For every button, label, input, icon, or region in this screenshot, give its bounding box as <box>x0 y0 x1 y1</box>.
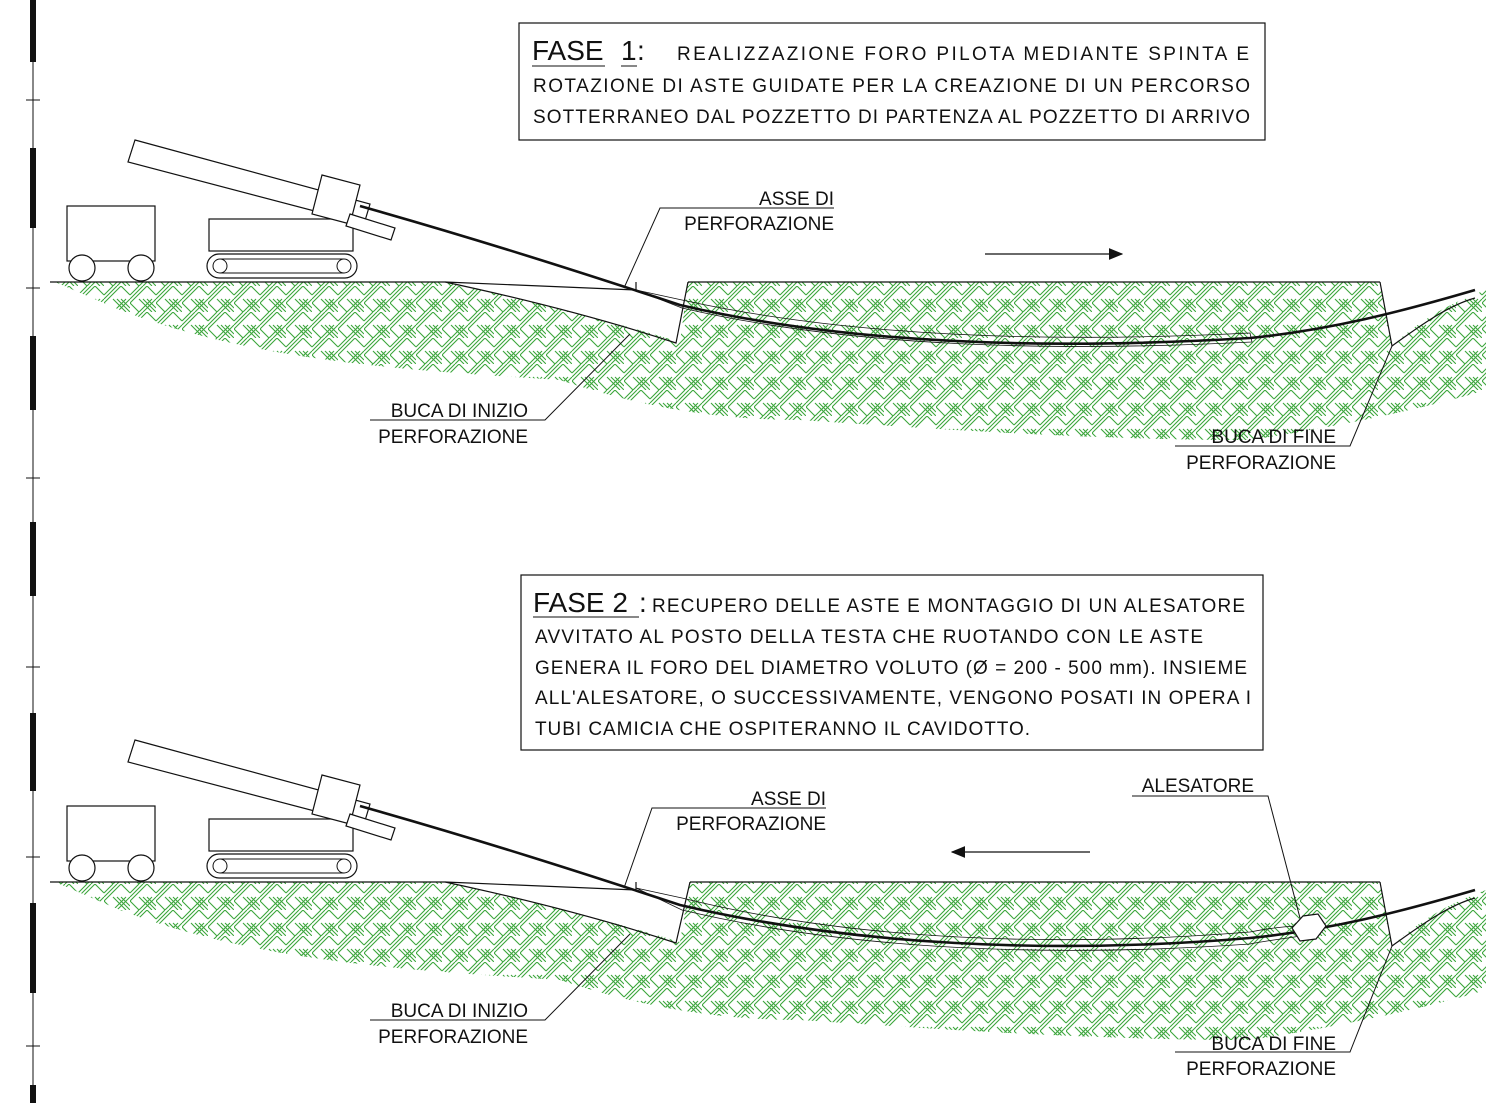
phase-2-desc-line-5: TUBI CAMICIA CHE OSPITERANNO IL CAVIDOTT… <box>535 719 1030 740</box>
phase-1-desc-line-3: SOTTERRANEO DAL POZZETTO DI PARTENZA AL … <box>533 107 1250 128</box>
drilling-rig-icon <box>127 139 396 279</box>
phase-1-ground <box>55 282 1486 440</box>
phase-2-end-label-line-2: PERFORAZIONE <box>1186 1059 1336 1080</box>
phase-2-title-word: FASE 2 <box>533 587 628 618</box>
phase-1-end-pit-label: BUCA DI FINE PERFORAZIONE <box>1175 345 1393 474</box>
phase-1-exit-pit <box>1379 281 1476 348</box>
sheet-border <box>26 0 40 1103</box>
reamer-icon <box>1291 913 1327 942</box>
phase-1-start-label-line-2: PERFORAZIONE <box>378 427 528 448</box>
phase-2-description-box: FASE 2 : RECUPERO DELLE ASTE E MONTAGGIO… <box>520 574 1264 751</box>
phase-2-reamer-label-text: ALESATORE <box>1142 776 1254 797</box>
phase-2-start-pit-label: BUCA DI INIZIO PERFORAZIONE <box>370 933 631 1048</box>
phase-1-desc-line-2: ROTAZIONE DI ASTE GUIDATE PER LA CREAZIO… <box>533 76 1250 97</box>
phase-1-description-box: FASE 1 : REALIZZAZIONE FORO PILOTA MEDIA… <box>518 22 1266 141</box>
phase-2-axis-label-line-1: ASSE DI <box>751 789 826 810</box>
phase-2-drill-string <box>359 804 1476 948</box>
phase-1-title-colon: : <box>637 35 645 66</box>
phase-1-title-number: 1 <box>621 35 637 66</box>
phase-2-exit-pit <box>1379 881 1476 948</box>
generator-cart-icon <box>66 805 156 882</box>
phase-1-drill-string <box>359 204 1476 346</box>
phase-1-axis-label-line-1: ASSE DI <box>759 189 834 210</box>
phase-2-axis-label: ASSE DI PERFORAZIONE <box>623 789 826 889</box>
generator-cart-icon <box>66 205 156 282</box>
phase-1-start-pit-label: BUCA DI INIZIO PERFORAZIONE <box>370 333 631 448</box>
phase-1-end-label-line-1: BUCA DI FINE <box>1211 427 1336 448</box>
phase-2-axis-label-line-2: PERFORAZIONE <box>676 814 826 835</box>
phase-1-title-word: FASE <box>532 35 604 66</box>
drilling-rig-icon <box>127 739 396 879</box>
phase-1-axis-label-line-2: PERFORAZIONE <box>684 214 834 235</box>
phase-2-section: FASE 2 : RECUPERO DELLE ASTE E MONTAGGIO… <box>50 574 1486 1080</box>
phase-1-start-label-line-1: BUCA DI INIZIO <box>391 401 528 422</box>
phase-1-end-label-line-2: PERFORAZIONE <box>1186 453 1336 474</box>
phase-2-start-label-line-2: PERFORAZIONE <box>378 1027 528 1048</box>
phase-2-end-pit-label: BUCA DI FINE PERFORAZIONE <box>1175 945 1393 1080</box>
phase-2-ground <box>55 882 1486 1040</box>
phase-1-section: FASE 1 : REALIZZAZIONE FORO PILOTA MEDIA… <box>50 22 1486 474</box>
phase-1-axis-label: ASSE DI PERFORAZIONE <box>623 189 834 289</box>
phase-2-end-label-line-1: BUCA DI FINE <box>1211 1034 1336 1055</box>
phase-2-title-colon: : <box>639 587 647 618</box>
phase-2-reamer-label: ALESATORE <box>1132 776 1301 919</box>
phase-2-desc-line-2: AVVITATO AL POSTO DELLA TESTA CHE RUOTAN… <box>535 627 1203 648</box>
phase-2-start-label-line-1: BUCA DI INIZIO <box>391 1001 528 1022</box>
phase-2-desc-line-3: GENERA IL FORO DEL DIAMETRO VOLUTO (Ø = … <box>535 658 1247 679</box>
phase-1-desc-line-1: REALIZZAZIONE FORO PILOTA MEDIANTE SPINT… <box>677 44 1249 65</box>
phase-2-desc-line-4: ALL'ALESATORE, O SUCCESSIVAMENTE, VENGON… <box>535 688 1251 709</box>
phase-2-desc-line-1: RECUPERO DELLE ASTE E MONTAGGIO DI UN AL… <box>652 596 1245 617</box>
